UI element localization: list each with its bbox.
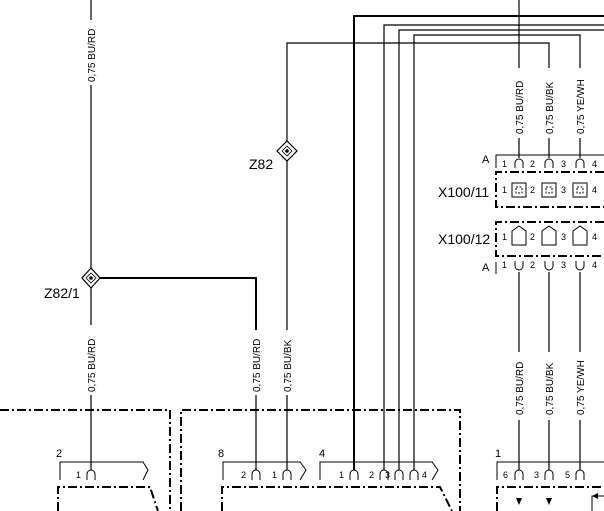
comp2-pin-1: 1 <box>76 470 81 480</box>
wire-lines <box>90 0 604 470</box>
wire-label-top-right-3: 0,75 YE/WH <box>576 79 587 134</box>
wire-z82-1-branch <box>99 277 257 330</box>
wire-label-bottom-right-3: 0,75 YE/WH <box>576 360 587 415</box>
connector-block-right: A 1 2 3 4 X100/11 1 2 3 4 X100/12 1 2 3 … <box>438 154 604 274</box>
x100-11-label: X100/11 <box>438 184 489 200</box>
comp4-pin-3: 3 <box>385 470 390 480</box>
connector-comp2: 2 1 <box>56 448 149 481</box>
a-bot-pin-4: 4 <box>592 260 597 270</box>
boundary-comp8-4-inner <box>221 486 453 511</box>
x12-pin-2: 2 <box>530 232 535 242</box>
component-2-label: 2 <box>56 448 62 460</box>
boundary-middle <box>180 409 461 511</box>
a-top-pin-3: 3 <box>561 159 566 169</box>
splice-z82-symbol <box>276 140 298 162</box>
splice-z82-1-label: Z82/1 <box>44 285 80 301</box>
x100-12-label: X100/12 <box>438 231 490 247</box>
x12-pin-1: 1 <box>502 232 507 242</box>
comp4-pin-2: 2 <box>369 470 374 480</box>
component-4-label: 4 <box>319 448 325 460</box>
a-bot-pin-2: 2 <box>530 260 535 270</box>
side-a-top-label: A <box>482 154 490 166</box>
wire-label-top-left: 0,75 BU/RD <box>87 29 98 82</box>
side-a-bottom-label: A <box>482 262 490 274</box>
comp8-pin-1: 1 <box>272 470 277 480</box>
wire-label-left-lower: 0,75 BU/RD <box>87 339 98 392</box>
comp4-pin-1: 1 <box>339 470 344 480</box>
a-top-pin-1: 1 <box>502 159 507 169</box>
boundary-comp2-inner <box>57 486 159 511</box>
wire-conn4-pin3 <box>398 29 604 470</box>
connector-comp1: 1 6 3 5 <box>495 448 604 511</box>
connector-comp8: 8 2 1 <box>218 448 307 481</box>
x11-pin-3: 3 <box>561 185 566 195</box>
a-bot-pin-3: 3 <box>561 260 566 270</box>
wire-label-bottom-right-1: 0,75 BU/RD <box>515 362 526 415</box>
x12-pin-3: 3 <box>561 232 566 242</box>
splice-z82-label: Z82 <box>249 156 273 172</box>
component-boundaries <box>0 409 604 511</box>
wire-label-top-right-1: 0,75 BU/RD <box>515 81 526 134</box>
a-top-pin-2: 2 <box>530 159 535 169</box>
boundary-left <box>0 409 171 511</box>
comp1-pin-3: 3 <box>534 470 539 480</box>
connector-comp4: 4 1 2 3 4 <box>319 448 439 481</box>
comp4-pin-4: 4 <box>422 470 427 480</box>
x11-pin-2: 2 <box>530 185 535 195</box>
wire-label-conn8-pin2: 0,75 BU/RD <box>252 339 263 392</box>
a-bot-pin-1: 1 <box>502 260 507 270</box>
comp8-pin-2: 2 <box>241 470 246 480</box>
comp1-pin-5: 5 <box>565 470 570 480</box>
wire-label-conn8-pin1: 0,75 BU/BK <box>283 339 294 392</box>
boundary-comp1-inner <box>496 486 604 511</box>
splice-z82-1-symbol <box>81 267 101 289</box>
wire-label-top-right-2: 0,75 BU/BK <box>545 81 556 134</box>
a-top-pin-4: 4 <box>592 159 597 169</box>
wire-conn4-pin2 <box>383 24 604 470</box>
comp1-pin-6: 6 <box>503 470 508 480</box>
wire-conn4-pin4 <box>413 34 581 470</box>
component-1-label: 1 <box>495 448 501 460</box>
x100-11-box <box>495 171 604 208</box>
x11-pin-1: 1 <box>502 185 507 195</box>
x100-12-box <box>495 221 604 257</box>
wire-conn4-pin1 <box>353 15 604 470</box>
x12-pin-4: 4 <box>592 232 597 242</box>
component-8-label: 8 <box>218 448 224 460</box>
wire-label-bottom-right-2: 0,75 BU/BK <box>545 362 556 415</box>
wire-z82-top <box>286 42 550 143</box>
x11-pin-4: 4 <box>592 185 597 195</box>
wire-labels: 0,75 BU/RD 0,75 BU/RD 0,75 BU/RD 0,75 BU… <box>87 29 587 415</box>
